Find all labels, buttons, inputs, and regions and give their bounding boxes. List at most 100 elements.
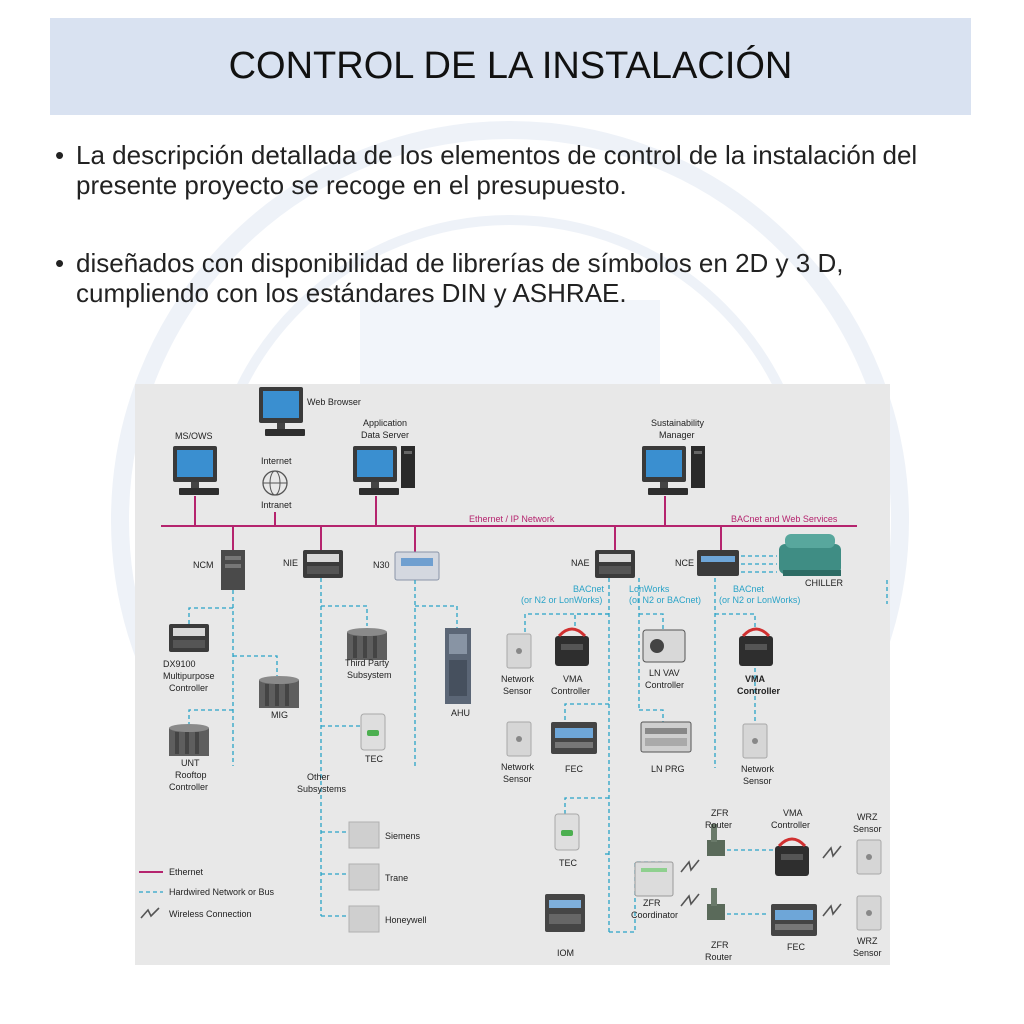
fec-device — [551, 722, 597, 754]
network-diagram: Web Browser MS/OWS Internet Intranet App… — [135, 384, 890, 965]
label-honeywell: Honeywell — [385, 915, 427, 925]
ethernet-drops — [194, 496, 722, 552]
label-vma-1: VMA — [563, 674, 583, 684]
label-bacnet-a1: BACnet — [573, 584, 605, 594]
label-wrz-2: Sensor — [853, 948, 882, 958]
fec-device — [771, 904, 817, 936]
label-vma-ctrl-2: Controller — [771, 820, 810, 830]
nie-device — [303, 550, 343, 578]
label-internet: Internet — [261, 456, 292, 466]
diagram-background — [135, 384, 890, 965]
label-zfr-1: ZFR — [711, 940, 729, 950]
legend: Ethernet Hardwired Network or Bus Wirele… — [139, 867, 275, 919]
ln-prg-device — [640, 721, 692, 753]
wireless-links — [680, 845, 842, 917]
label-dx-2: Multipurpose — [163, 671, 215, 681]
label-vma-ctrl-1: VMA — [783, 808, 803, 818]
label-dx-3: Controller — [169, 683, 208, 693]
nae-device — [595, 550, 635, 578]
label-vma-1: VMA — [745, 674, 766, 684]
chiller-device — [779, 534, 841, 576]
bullet-text: diseñados con disponibilidad de librería… — [76, 248, 844, 308]
label-zfr-coord-2: Coordinator — [631, 910, 678, 920]
label-iom: IOM — [557, 948, 574, 958]
label-unt-2: Rooftop — [175, 770, 207, 780]
ahu-device — [445, 628, 471, 704]
label-tec: TEC — [365, 754, 384, 764]
label-ethernet-network: Ethernet / IP Network — [469, 514, 555, 524]
label-fec2: FEC — [787, 942, 806, 952]
bullet-glyph: • — [55, 248, 65, 278]
wireless-icon — [822, 845, 842, 859]
label-zfr-1: ZFR — [711, 808, 729, 818]
dx9100-device — [169, 624, 209, 652]
trane-subsystem — [348, 863, 380, 891]
label-unt-1: UNT — [181, 758, 200, 768]
nce-chiller-links — [741, 555, 777, 573]
legend-ethernet: Ethernet — [169, 867, 204, 877]
label-sustainability-1: Sustainability — [651, 418, 705, 428]
bullet-item: • La descripción detallada de los elemen… — [55, 140, 955, 200]
label-fec: FEC — [565, 764, 584, 774]
label-trane: Trane — [385, 873, 408, 883]
label-wrz-2: Sensor — [853, 824, 882, 834]
n30-device — [394, 551, 440, 581]
label-netsensor-1: Network — [501, 762, 535, 772]
tec-device — [554, 813, 580, 851]
label-other-2: Subsystems — [297, 784, 347, 794]
label-n30: N30 — [373, 560, 390, 570]
label-zfr-2: Router — [705, 820, 732, 830]
globe-icon — [262, 470, 288, 496]
label-tec2: TEC — [559, 858, 578, 868]
wireless-icon — [140, 907, 160, 919]
zfr-router-device — [707, 824, 725, 856]
label-wrz-1: WRZ — [857, 936, 878, 946]
network-sensor-device — [506, 633, 532, 669]
label-app-server-1: Application — [363, 418, 407, 428]
tec-device — [360, 713, 386, 751]
label-lnvav-1: LN VAV — [649, 668, 680, 678]
label-wrz-1: WRZ — [857, 812, 878, 822]
unt-device — [169, 724, 209, 756]
label-dx-1: DX9100 — [163, 659, 196, 669]
wireless-icon — [680, 893, 700, 907]
label-sustainability-2: Manager — [659, 430, 695, 440]
label-lonworks-2: (or N2 or BACnet) — [629, 595, 701, 605]
label-lnprg: LN PRG — [651, 764, 685, 774]
label-vma-2: Controller — [737, 686, 780, 696]
label-third-2: Subsystem — [347, 670, 392, 680]
label-third-1: Third Party — [345, 658, 390, 668]
bullet-glyph: • — [55, 140, 65, 170]
bullet-list: • La descripción detallada de los elemen… — [55, 140, 955, 356]
bullet-text: La descripción detallada de los elemento… — [76, 140, 918, 200]
network-sensor-device — [506, 721, 532, 757]
label-bacnet-a2: (or N2 or LonWorks) — [521, 595, 602, 605]
label-unt-3: Controller — [169, 782, 208, 792]
iom-device — [545, 894, 585, 932]
page-title: CONTROL DE LA INSTALACIÓN — [228, 45, 793, 87]
label-bacnet-b1: BACnet — [733, 584, 765, 594]
nce-device — [697, 550, 739, 576]
label-ncm: NCM — [193, 560, 214, 570]
siemens-subsystem — [348, 821, 380, 849]
label-netsensor-1: Network — [501, 674, 535, 684]
label-zfr-coord-1: ZFR — [643, 898, 661, 908]
ncm-device — [221, 550, 245, 590]
label-other-1: Other — [307, 772, 330, 782]
label-zfr-2: Router — [705, 952, 732, 962]
label-netsensor-2: Sensor — [743, 776, 772, 786]
label-web-browser: Web Browser — [307, 397, 361, 407]
label-nie: NIE — [283, 558, 298, 568]
label-siemens: Siemens — [385, 831, 421, 841]
label-app-server-2: Data Server — [361, 430, 409, 440]
label-ahu: AHU — [451, 708, 470, 718]
bullet-item: • diseñados con disponibilidad de librer… — [55, 248, 955, 308]
label-lnvav-2: Controller — [645, 680, 684, 690]
wireless-icon — [822, 903, 842, 917]
label-netsensor-2: Sensor — [503, 686, 532, 696]
wrz-sensor-device — [856, 895, 882, 931]
label-nae: NAE — [571, 558, 590, 568]
wrz-sensor-device — [856, 839, 882, 875]
zfr-coordinator-device — [634, 861, 674, 897]
label-netsensor-2: Sensor — [503, 774, 532, 784]
